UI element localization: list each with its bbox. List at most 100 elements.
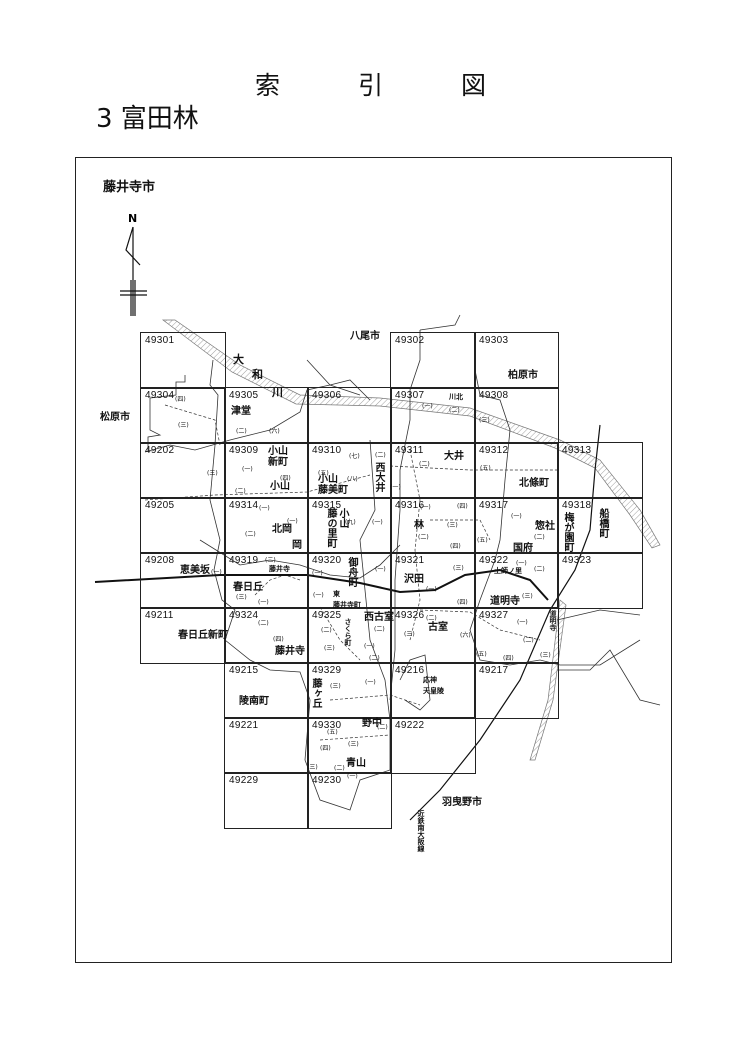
- place-label: 古室: [428, 622, 448, 633]
- map-sheet-49216[interactable]: 49216: [390, 662, 476, 719]
- map-sheet-49312[interactable]: 49312: [474, 442, 559, 499]
- map-sheet-49326[interactable]: 49326: [390, 607, 476, 664]
- river: [161, 319, 661, 549]
- map-sheet-49217[interactable]: 49217: [474, 662, 559, 719]
- place-label: 藤井寺: [275, 646, 305, 657]
- map-sheet-49329[interactable]: 49329: [307, 662, 392, 719]
- district-number: (一): [390, 484, 401, 491]
- district-number: (三): [207, 470, 218, 477]
- district-number: (一): [364, 643, 375, 650]
- place-label: 小山 藤美町: [318, 474, 348, 496]
- map-sheet-49205[interactable]: 49205: [140, 497, 226, 554]
- map-sheet-49230[interactable]: 49230: [307, 772, 392, 829]
- map-sheet-49303[interactable]: 49303: [474, 332, 559, 389]
- district-number: (一): [422, 403, 433, 410]
- place-label: 北岡: [272, 524, 292, 535]
- place-label: 小山 新町: [268, 446, 288, 468]
- map-sheet-49311[interactable]: 49311: [390, 442, 476, 499]
- district-number: (一): [287, 518, 298, 525]
- sheet-number: 49317: [479, 500, 509, 511]
- place-label: 八尾市: [350, 331, 380, 342]
- place-label: 国府: [513, 543, 533, 554]
- map-sheet-49202[interactable]: 49202: [140, 442, 226, 499]
- sheet-number: 49205: [145, 500, 175, 511]
- district-number: (二): [258, 620, 269, 627]
- map-sheet-49327[interactable]: 49327: [474, 607, 559, 664]
- district-number: (五): [477, 537, 488, 544]
- district-number: (二): [375, 452, 386, 459]
- map-sheet-49208[interactable]: 49208: [140, 552, 226, 609]
- map-sheet-49313[interactable]: 49313: [557, 442, 643, 499]
- map-sheet-49319[interactable]: 49319: [224, 552, 309, 609]
- map-sheet-49321[interactable]: 49321: [390, 552, 476, 609]
- place-label: 川: [272, 386, 283, 399]
- district-number: (一): [258, 599, 269, 606]
- district-number: (二): [534, 566, 545, 573]
- district-number: (四): [280, 475, 291, 482]
- map-sheet-49322[interactable]: 49322: [474, 552, 559, 609]
- district-number: (四): [320, 745, 331, 752]
- map-sheet-49316[interactable]: 49316: [390, 497, 476, 554]
- place-label: 春日丘: [233, 582, 263, 593]
- sheet-number: 49307: [395, 390, 425, 401]
- map-sheet-49221[interactable]: 49221: [224, 717, 309, 774]
- map-sheet-49302[interactable]: 49302: [390, 332, 476, 389]
- map-sheet-49330[interactable]: 49330: [307, 717, 392, 774]
- district-number: (七): [349, 453, 360, 460]
- map-sheet-49314[interactable]: 49314: [224, 497, 309, 554]
- map-sheet-49315[interactable]: 49315: [307, 497, 392, 554]
- district-number: (一): [259, 505, 270, 512]
- district-number: (一): [375, 566, 386, 573]
- sheet-number: 49301: [145, 335, 175, 346]
- map-sheet-49317[interactable]: 49317: [474, 497, 559, 554]
- district-number: (二): [321, 627, 332, 634]
- place-label: さくら町: [344, 618, 352, 646]
- north-arrow-icon: [120, 226, 147, 316]
- map-sheet-49305[interactable]: 49305: [224, 387, 309, 444]
- north-label: N: [128, 212, 137, 225]
- district-number: (二): [377, 724, 388, 731]
- district-number: (三): [447, 522, 458, 529]
- map-sheet-49323[interactable]: 49323: [557, 552, 643, 609]
- map-sheet-49301[interactable]: 49301: [140, 332, 226, 389]
- sheet-number: 49321: [395, 555, 425, 566]
- sheet-number: 49311: [395, 445, 424, 456]
- place-label: 梅が園町: [562, 512, 573, 552]
- district-number: (一): [511, 513, 522, 520]
- map-sheet-49215[interactable]: 49215: [224, 662, 309, 719]
- sheet-number: 49308: [479, 390, 509, 401]
- map-sheet-49211[interactable]: 49211: [140, 607, 226, 664]
- place-label: 船橋町: [597, 508, 608, 538]
- map-sheet-49304[interactable]: 49304: [140, 387, 226, 444]
- map-sheet-49325[interactable]: 49325: [307, 607, 392, 664]
- map-sheet-49222[interactable]: 49222: [390, 717, 476, 774]
- district-number: (二): [235, 488, 246, 495]
- map-sheet-49318[interactable]: 49318: [557, 497, 643, 554]
- district-number: (一): [517, 619, 528, 626]
- page-title: 索引図: [255, 71, 565, 100]
- place-label: 西古室: [364, 612, 394, 623]
- map-sheet-49307[interactable]: 49307: [390, 387, 476, 444]
- district-number: (一): [420, 504, 431, 511]
- district-number: (二): [334, 765, 345, 772]
- place-label: 西大井: [373, 462, 384, 492]
- map-sheet-49310[interactable]: 49310: [307, 442, 392, 499]
- district-number: (三): [479, 417, 490, 424]
- map-sheet-49324[interactable]: 49324: [224, 607, 309, 664]
- map-sheet-49306[interactable]: 49306: [307, 387, 392, 444]
- district-number: (六): [460, 632, 471, 639]
- place-label: 東 藤井寺町: [333, 590, 361, 609]
- place-label: 応神 天皇陵: [423, 676, 444, 695]
- district-number: (三): [348, 741, 359, 748]
- district-number: (二): [236, 428, 247, 435]
- sheet-number: 49302: [395, 335, 425, 346]
- map-sheet-49229[interactable]: 49229: [224, 772, 309, 829]
- place-label: 沢田: [404, 574, 424, 585]
- map-sheet-49308[interactable]: 49308: [474, 387, 559, 444]
- district-number: (五): [327, 729, 338, 736]
- district-number: (二): [523, 637, 534, 644]
- district-number: (四): [175, 396, 186, 403]
- map-sheet-49320[interactable]: 49320: [307, 552, 392, 609]
- map-sheet-49309[interactable]: 49309: [224, 442, 309, 499]
